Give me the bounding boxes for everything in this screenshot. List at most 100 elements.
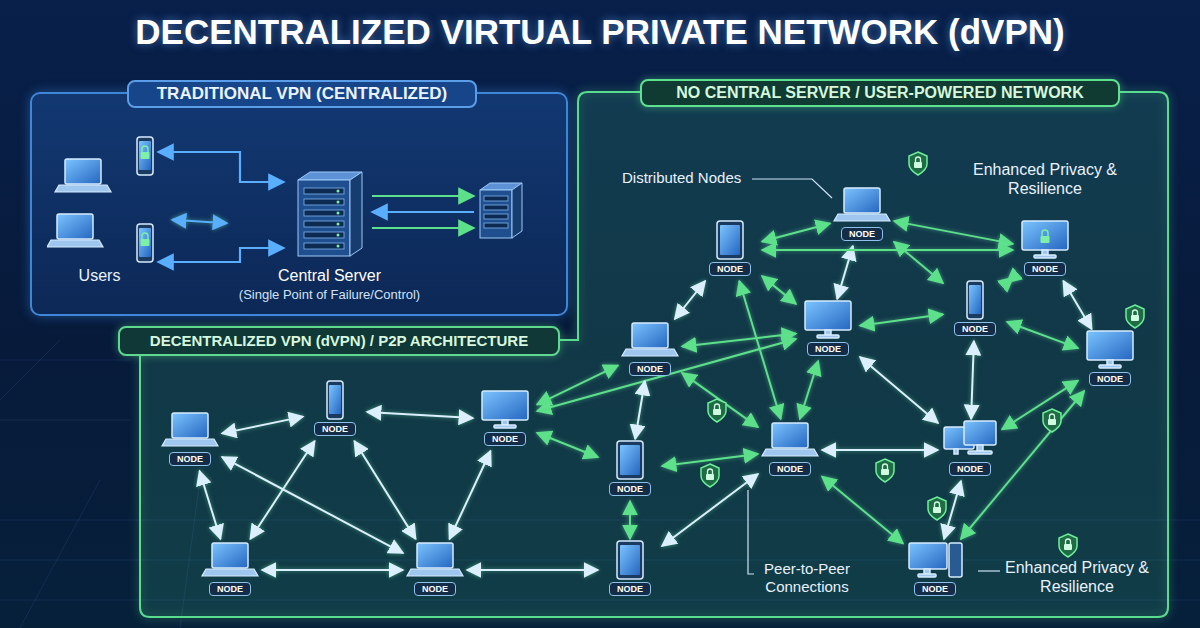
device-part xyxy=(47,240,103,247)
server-slot xyxy=(304,221,344,227)
node-label: NODE xyxy=(807,342,849,356)
device-icon xyxy=(907,539,963,581)
lock-body xyxy=(141,152,150,159)
device-part xyxy=(1022,221,1068,250)
node-label: NODE xyxy=(609,482,651,496)
node-label: NODE xyxy=(709,262,751,276)
server-label: Central Server xyxy=(278,267,381,285)
device-icon xyxy=(702,219,758,261)
device-icon xyxy=(947,279,1003,321)
network-node: NODE xyxy=(758,419,822,481)
device-part xyxy=(834,214,890,221)
callout-label: Peer-to-Peer Connections xyxy=(752,560,862,596)
node-label: NODE xyxy=(1024,262,1066,276)
device-part xyxy=(137,224,153,262)
network-node: NODE xyxy=(903,539,967,601)
server-slot xyxy=(304,188,344,194)
device-part xyxy=(57,214,93,239)
device-part xyxy=(1087,331,1133,360)
device-part xyxy=(417,543,453,568)
server-light xyxy=(336,201,339,204)
device-icon xyxy=(477,389,533,431)
laptop-icon xyxy=(47,214,103,247)
device-part xyxy=(617,541,643,579)
node-label: NODE xyxy=(169,452,211,466)
device-icon xyxy=(407,539,463,581)
callout-label: Distributed Nodes xyxy=(622,169,762,187)
device-part xyxy=(817,335,839,338)
device-part xyxy=(139,228,151,257)
node-label: NODE xyxy=(841,227,883,241)
device-part xyxy=(977,445,983,451)
node-label: NODE xyxy=(769,462,811,476)
device-part xyxy=(65,159,101,184)
device-part xyxy=(1099,365,1121,368)
section-heading: DECENTRALIZED VPN (dVPN) / P2P ARCHITECT… xyxy=(120,328,558,354)
node-label: NODE xyxy=(1089,372,1131,386)
device-part xyxy=(55,185,111,192)
device-icon xyxy=(202,539,258,581)
device-part xyxy=(329,385,341,414)
server-slot xyxy=(304,199,344,205)
device-icon xyxy=(1017,219,1073,261)
network-node: NODE xyxy=(198,539,262,601)
device-part xyxy=(805,301,851,330)
node-label: NODE xyxy=(629,362,671,376)
server-light xyxy=(336,223,339,226)
device-part xyxy=(139,141,151,170)
server-front xyxy=(298,180,350,256)
lock-body xyxy=(1041,236,1050,243)
server-side xyxy=(350,172,362,256)
grid-line xyxy=(20,480,100,628)
node-label: NODE xyxy=(609,582,651,596)
device-part xyxy=(844,188,880,213)
device-part xyxy=(954,449,958,454)
server-slot xyxy=(304,232,344,238)
node-label: NODE xyxy=(209,582,251,596)
device-part xyxy=(968,451,992,454)
lock-body xyxy=(141,239,150,246)
network-node: NODE xyxy=(158,409,222,471)
device-part xyxy=(482,391,528,420)
device-part xyxy=(918,574,936,577)
device-part xyxy=(162,439,218,446)
panel-heading: TRADITIONAL VPN (CENTRALIZED) xyxy=(127,80,477,108)
user-devices xyxy=(47,130,172,265)
user-group: Users xyxy=(47,130,172,302)
device-icon xyxy=(602,539,658,581)
network-node: NODE xyxy=(938,419,1002,481)
server-light xyxy=(336,190,339,193)
device-part xyxy=(717,221,743,259)
node-label: NODE xyxy=(414,582,456,596)
network-node: NODE xyxy=(1013,219,1077,281)
node-label: NODE xyxy=(949,462,991,476)
device-icon xyxy=(800,299,856,341)
server-slot xyxy=(304,210,344,216)
grid-line xyxy=(0,360,130,361)
network-node: NODE xyxy=(796,299,860,361)
server-box: Central Server(Single Point of Failure/C… xyxy=(227,152,432,307)
laptop-icon xyxy=(55,159,111,192)
network-node: NODE xyxy=(618,319,682,381)
users-label: Users xyxy=(79,267,121,285)
device-part xyxy=(720,225,740,255)
device-part xyxy=(622,349,678,356)
network-node: NODE xyxy=(598,539,662,601)
device-part xyxy=(212,543,248,568)
network-node: NODE xyxy=(473,389,537,451)
server-light xyxy=(336,234,339,237)
device-part xyxy=(772,423,808,448)
diagram-title: DECENTRALIZED VIRTUAL PRIVATE NETWORK (d… xyxy=(0,12,1200,52)
server-icon xyxy=(290,166,370,261)
grid-line xyxy=(0,340,60,400)
lock-shackle xyxy=(1042,230,1048,236)
server-light xyxy=(336,212,339,215)
phone-icon xyxy=(137,137,153,175)
device-icon xyxy=(762,419,818,461)
network-node: NODE xyxy=(943,279,1007,341)
device-part xyxy=(969,285,981,314)
device-part xyxy=(762,449,818,456)
device-part xyxy=(137,137,153,175)
network-node: NODE xyxy=(403,539,467,601)
